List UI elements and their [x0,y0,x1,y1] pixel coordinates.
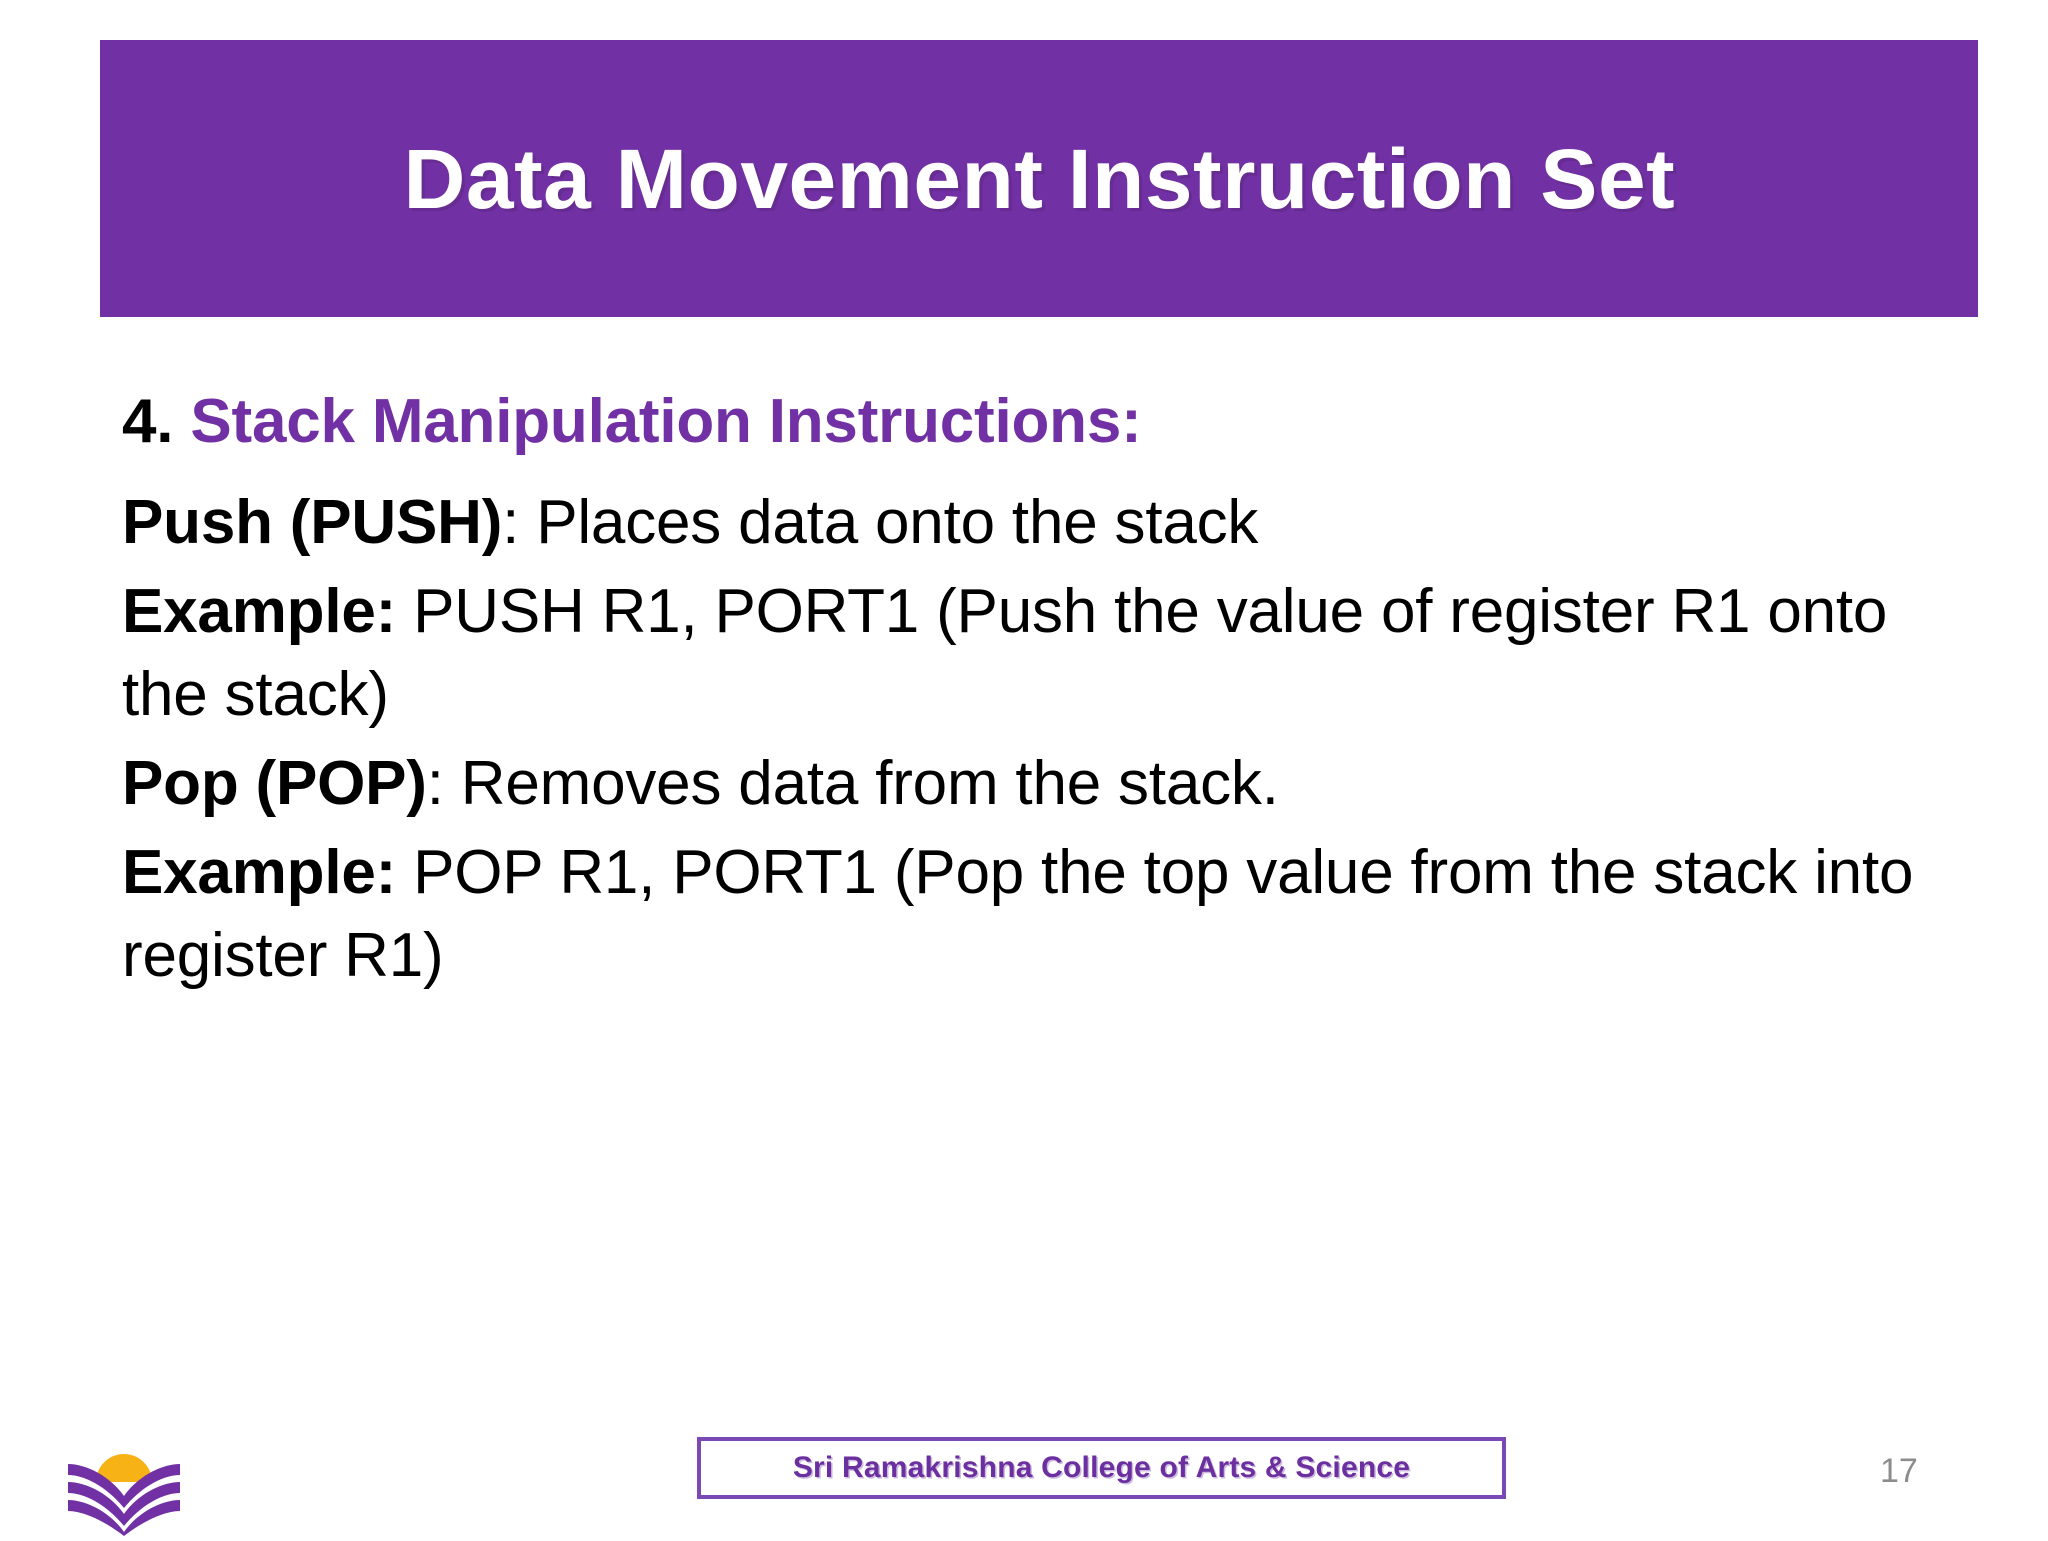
section-heading-label: Stack Manipulation Instructions: [190,387,1142,456]
paragraph-pop-example: Example: POP R1, PORT1 (Pop the top valu… [122,831,1952,997]
paragraph-pop-example-text: POP R1, PORT1 (Pop the top value from th… [122,838,1914,991]
section-heading: 4. Stack Manipulation Instructions: [122,380,1952,463]
section-number: 4. [122,387,174,456]
book-icon [68,1464,180,1536]
sun-icon [96,1454,152,1482]
paragraph-pop: Pop (POP): Removes data from the stack. [122,742,1952,825]
paragraph-push: Push (PUSH): Places data onto the stack [122,481,1952,564]
title-banner: Data Movement Instruction Set [100,40,1978,317]
paragraph-push-example-text: PUSH R1, PORT1 (Push the value of regist… [122,577,1888,730]
body-content: 4. Stack Manipulation Instructions: Push… [122,380,1952,1004]
paragraph-pop-text: : Removes data from the stack. [426,749,1279,819]
paragraph-push-example-term: Example: [122,577,397,647]
page-title: Data Movement Instruction Set [403,131,1675,226]
college-book-sun-logo [58,1430,190,1536]
institution-footer-box: Sri Ramakrishna College of Arts & Scienc… [697,1437,1506,1499]
paragraph-push-example: Example: PUSH R1, PORT1 (Push the value … [122,570,1952,736]
paragraph-push-text: : Places data onto the stack [502,488,1259,558]
paragraph-push-term: Push (PUSH) [122,488,503,558]
paragraph-pop-term: Pop (POP) [122,749,427,819]
page-number: 17 [1880,1452,1918,1490]
institution-name: Sri Ramakrishna College of Arts & Scienc… [792,1451,1411,1484]
paragraph-pop-example-term: Example: [122,838,397,908]
